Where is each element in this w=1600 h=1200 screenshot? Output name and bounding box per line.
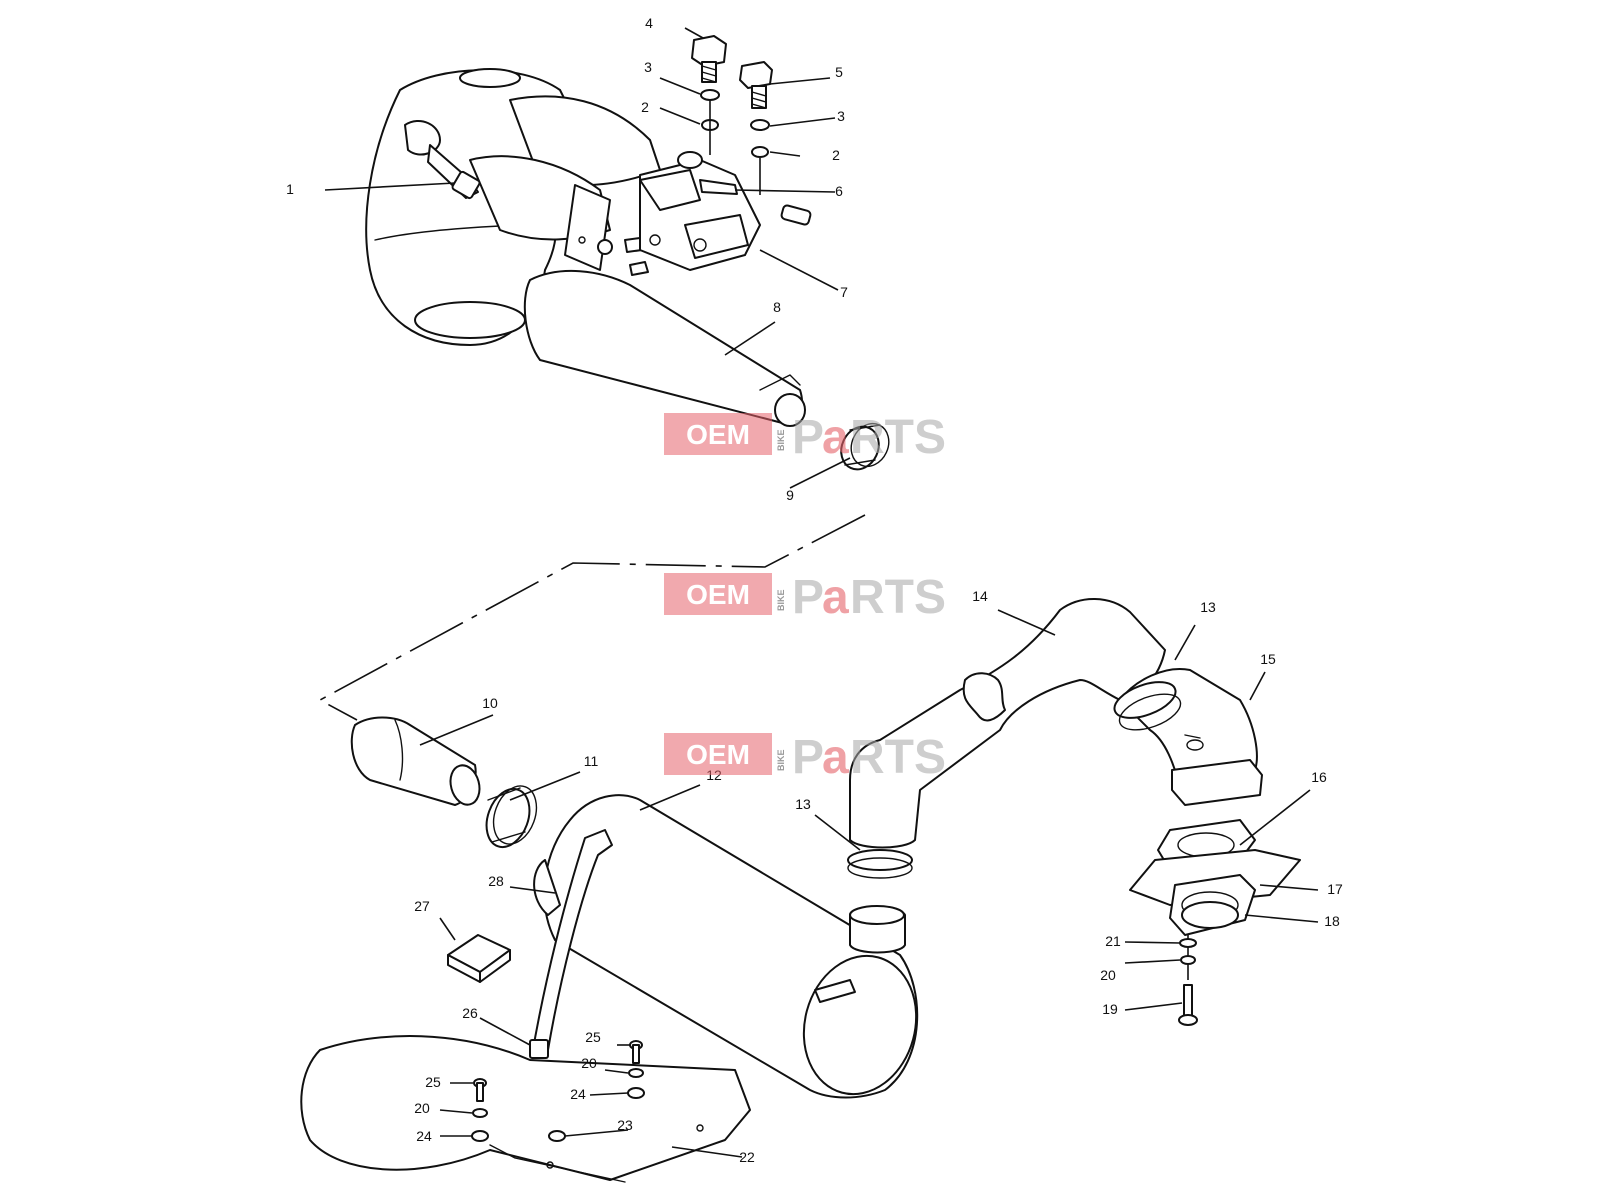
- callout-4: 4: [645, 15, 653, 31]
- watermark-oem: OEM: [686, 739, 750, 770]
- callout-15: 15: [1260, 651, 1276, 667]
- callout-16: 16: [1311, 769, 1327, 785]
- watermark-rts: RTS: [850, 731, 946, 784]
- gasket-17: [1129, 849, 1301, 906]
- watermark-p: P: [792, 571, 824, 624]
- elbow-15: [1113, 668, 1263, 806]
- expansion-chamber: [365, 68, 806, 427]
- callout-24: 24: [570, 1086, 586, 1102]
- watermark-a: a: [822, 571, 849, 624]
- watermark-oem: OEM: [686, 579, 750, 610]
- callout-21: 21: [1105, 933, 1121, 949]
- callout-24: 24: [416, 1128, 432, 1144]
- callout-5: 5: [835, 64, 843, 80]
- callout-7: 7: [840, 284, 848, 300]
- callout-27: 27: [414, 898, 430, 914]
- watermark-bike: BIKE: [776, 429, 786, 451]
- watermark-a: a: [822, 731, 849, 784]
- callout-3: 3: [644, 59, 652, 75]
- muffler-strap: [529, 829, 613, 1059]
- clamp-11: [485, 785, 538, 849]
- heat-shield-22: [300, 1035, 751, 1183]
- bolt-19-stack: [1178, 935, 1198, 1026]
- hardware-left: [471, 1078, 489, 1142]
- clamp-13-lower: [847, 849, 913, 879]
- callout-20: 20: [581, 1055, 597, 1071]
- callout-13: 13: [795, 796, 811, 812]
- callout-28: 28: [488, 873, 504, 889]
- callout-19: 19: [1102, 1001, 1118, 1017]
- callout-9: 9: [786, 487, 794, 503]
- callout-17: 17: [1327, 881, 1343, 897]
- watermark-p: P: [792, 731, 824, 784]
- callout-2: 2: [641, 99, 649, 115]
- pad-27: [447, 934, 511, 983]
- callout-22: 22: [739, 1149, 755, 1165]
- leader-lines: [324, 27, 1319, 1158]
- callout-14: 14: [972, 588, 988, 604]
- callout-3: 3: [837, 108, 845, 124]
- watermark-rts: RTS: [850, 571, 946, 624]
- muffler-12: [533, 794, 919, 1099]
- watermark-p: P: [792, 411, 824, 464]
- bolt-stack-right: [739, 61, 773, 195]
- exhaust-manifold-flange: [639, 151, 812, 271]
- hardware-center: [627, 1040, 645, 1099]
- rivet-23: [548, 1130, 566, 1142]
- callout-2: 2: [832, 147, 840, 163]
- callout-8: 8: [773, 299, 781, 315]
- watermark: OEM BIKE P a RTS: [664, 571, 946, 624]
- y-pipe-14: [849, 598, 1166, 849]
- callout-13: 13: [1200, 599, 1216, 615]
- callout-26: 26: [462, 1005, 478, 1021]
- gasket-18: [1169, 874, 1256, 936]
- callout-6: 6: [835, 183, 843, 199]
- callout-20: 20: [1100, 967, 1116, 983]
- watermark-rts: RTS: [850, 411, 946, 464]
- bolt-stack-left: [691, 35, 727, 155]
- callout-1: 1: [286, 181, 294, 197]
- callout-18: 18: [1324, 913, 1340, 929]
- callout-25: 25: [585, 1029, 601, 1045]
- callout-20: 20: [414, 1100, 430, 1116]
- watermark-oem: OEM: [686, 419, 750, 450]
- watermark-bike: BIKE: [776, 749, 786, 771]
- watermark-bike: BIKE: [776, 589, 786, 611]
- callout-10: 10: [482, 695, 498, 711]
- callout-11: 11: [584, 753, 599, 769]
- callout-25: 25: [425, 1074, 441, 1090]
- watermark-a: a: [822, 411, 849, 464]
- watermark: OEM BIKE P a RTS: [664, 411, 946, 464]
- alignment-line: [318, 514, 866, 721]
- watermark: OEM BIKE P a RTS: [664, 731, 946, 784]
- head-pipe-10: [350, 716, 481, 806]
- clamp-9: [840, 422, 890, 471]
- callout-23: 23: [617, 1117, 633, 1133]
